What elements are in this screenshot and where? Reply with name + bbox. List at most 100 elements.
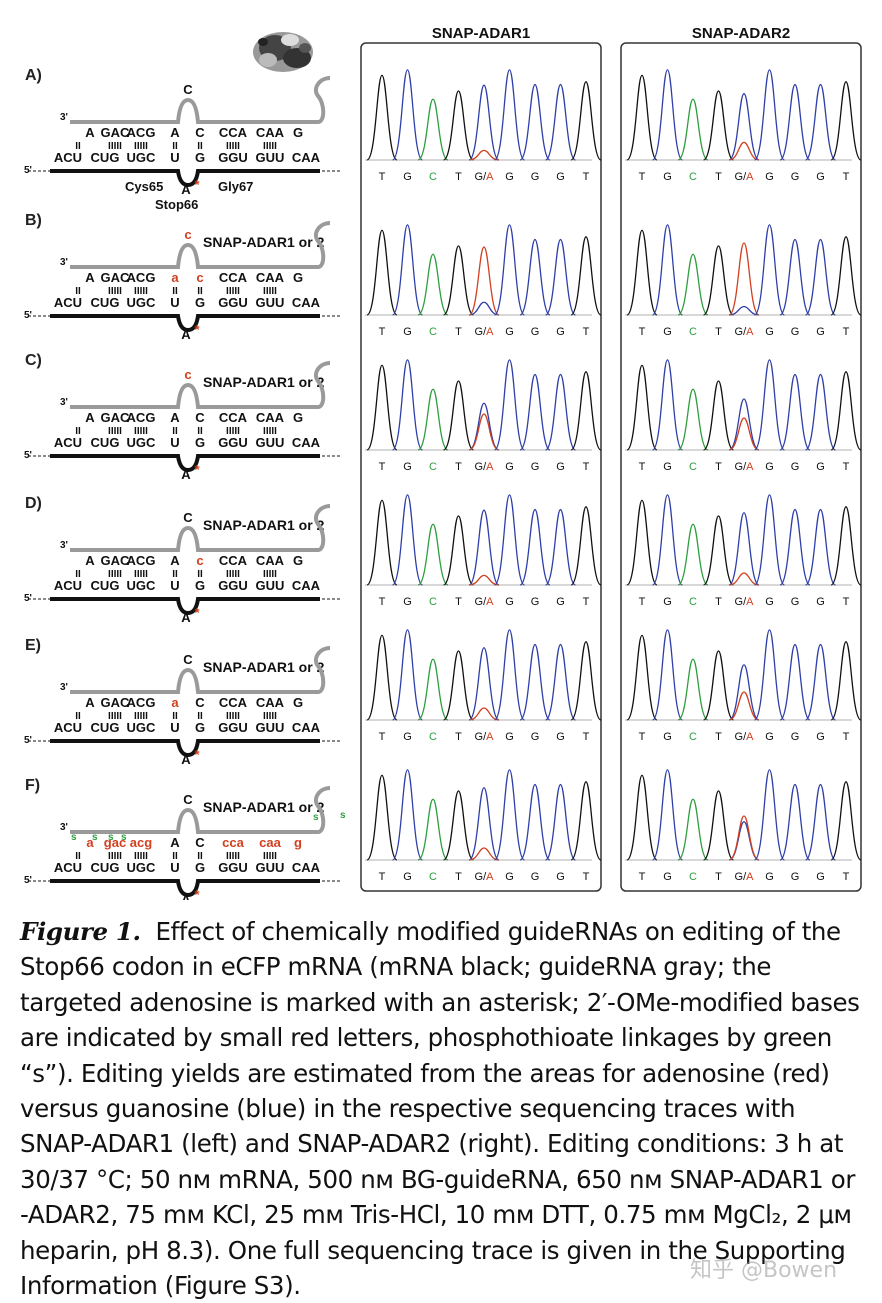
trace-base-label: G <box>816 871 825 883</box>
trace-base-label: C <box>429 731 437 743</box>
trace-base-label: G <box>765 461 774 473</box>
enzyme-label: SNAP-ADAR1 or 2 <box>203 234 325 250</box>
trace-peak <box>442 515 475 586</box>
trace-peak <box>519 783 551 861</box>
trace-base-label: G <box>663 871 672 883</box>
trace-peak <box>753 769 786 861</box>
mrna-base: GGU <box>218 860 248 875</box>
trace-peak <box>544 783 577 861</box>
trace-peak <box>544 238 577 316</box>
trace-peak <box>366 499 398 586</box>
trace-peak <box>626 499 658 586</box>
trace-peak <box>779 508 811 586</box>
trace-base-label: G <box>505 171 514 183</box>
trace-peak <box>651 224 684 316</box>
trace-base-label: C <box>429 871 437 883</box>
trace-peak <box>519 83 551 161</box>
trace-base-label: C <box>429 596 437 608</box>
mrna-base: U <box>170 150 179 165</box>
mrna-base: CUG <box>91 720 120 735</box>
five-prime-label: 5' <box>24 165 32 176</box>
mrna-base: GUU <box>256 860 285 875</box>
guide-base: gac <box>104 835 126 850</box>
mrna-base: GGU <box>218 435 248 450</box>
trace-peak <box>493 69 526 161</box>
trace-peak <box>804 643 837 721</box>
trace-peak <box>519 238 551 316</box>
three-prime-label: 3' <box>60 257 68 268</box>
enzyme-label: SNAP-ADAR1 or 2 <box>203 799 325 815</box>
five-prime-label: 5' <box>24 875 32 886</box>
mrna-base: UGC <box>127 150 157 165</box>
trace-peak <box>468 647 500 721</box>
mrna-base: GUU <box>256 578 285 593</box>
guide-base: ACG <box>127 270 156 285</box>
trace-peak <box>391 69 424 161</box>
guide-base: acg <box>130 835 152 850</box>
trace-base-label: C <box>689 326 697 338</box>
three-prime-label: 3' <box>60 682 68 693</box>
mrna-base: UGC <box>127 295 157 310</box>
trace-base-label: C <box>689 171 697 183</box>
trace-base-label: G <box>765 596 774 608</box>
guide-base: ACG <box>127 553 156 568</box>
trace-base-label: C <box>429 461 437 473</box>
guide-base: GAC <box>101 695 131 710</box>
trace-peak <box>544 643 577 721</box>
trace-peak <box>519 643 551 721</box>
trace-base-label: G/A <box>475 461 495 473</box>
trace-peak <box>626 364 658 451</box>
guide-base: a <box>86 835 94 850</box>
mrna-base: GGU <box>218 295 248 310</box>
trace-peak-adenosine <box>468 847 500 861</box>
target-asterisk: * <box>194 462 200 477</box>
trace-peak <box>753 494 786 586</box>
mrna-base: CAA <box>292 720 321 735</box>
trace-peak <box>468 301 500 316</box>
guide-base: CCA <box>219 125 248 140</box>
trace-peak <box>651 769 684 861</box>
mrna-base: GUU <box>256 295 285 310</box>
adar1-header: SNAP-ADAR1 <box>432 25 530 42</box>
trace-peak <box>804 508 837 586</box>
trace-peak <box>570 641 602 721</box>
trace-peak-adenosine <box>728 815 760 861</box>
trace-peak <box>702 515 735 586</box>
mrna-base: UGC <box>127 435 157 450</box>
adar2-header: SNAP-ADAR2 <box>692 25 790 42</box>
trace-base-label: G/A <box>735 326 755 338</box>
guide-base: C <box>195 125 205 140</box>
enzyme-label: SNAP-ADAR1 or 2 <box>203 517 325 533</box>
trace-peak <box>519 508 551 586</box>
guide-base: cca <box>222 835 244 850</box>
mrna-base: ACU <box>54 150 82 165</box>
trace-base-label: T <box>715 871 722 883</box>
trace-peak <box>651 359 684 451</box>
trace-peak-adenosine <box>728 572 760 586</box>
trace-base-label: T <box>639 461 646 473</box>
guide-base: A <box>170 410 180 425</box>
guide-base: ACG <box>127 695 156 710</box>
trace-peak <box>804 83 837 161</box>
trace-peak <box>779 783 811 861</box>
base-pair-mark: IIIII <box>263 426 277 437</box>
mrna-base: CUG <box>91 860 120 875</box>
trace-base-label: G <box>505 731 514 743</box>
trace-base-label: T <box>583 871 590 883</box>
mrna-base: ACU <box>54 435 82 450</box>
trace-peak <box>366 364 398 451</box>
guide-base: CAA <box>256 695 285 710</box>
trace-peak <box>417 253 449 316</box>
base-pair-mark: II <box>172 426 178 437</box>
trace-base-label: C <box>429 171 437 183</box>
mrna-base: U <box>170 860 179 875</box>
mrna-base: GUU <box>256 150 285 165</box>
trace-base-label: T <box>715 731 722 743</box>
base-pair-mark: II <box>75 286 81 297</box>
